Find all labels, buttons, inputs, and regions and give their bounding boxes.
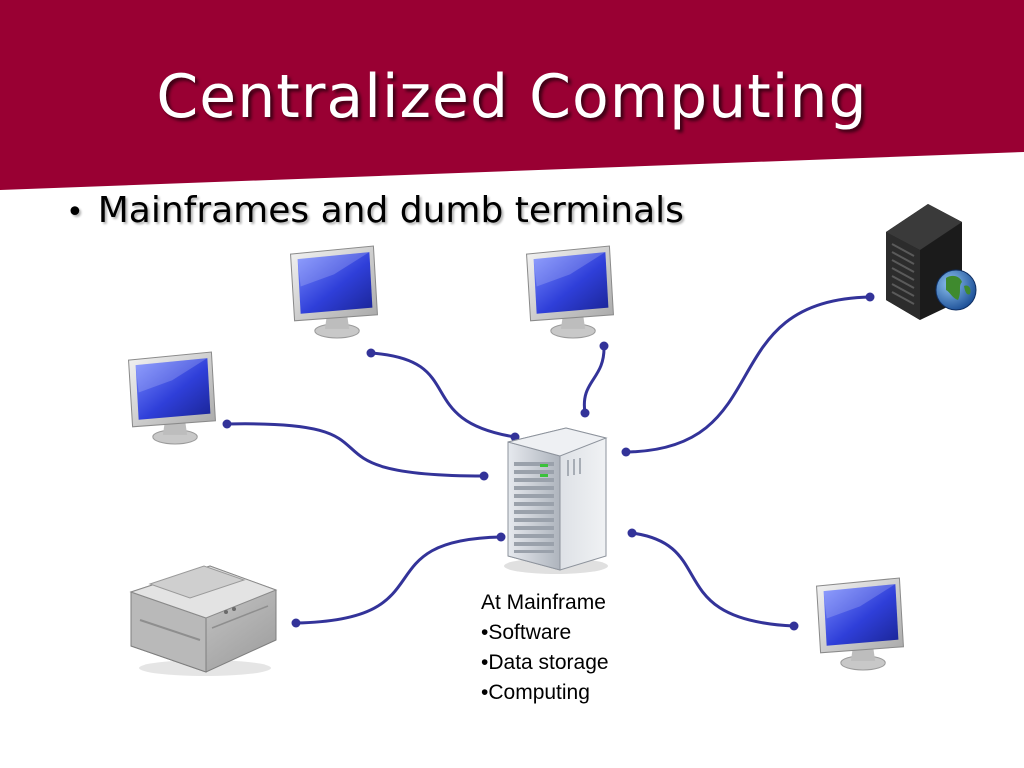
connection-endpoints	[222, 292, 875, 631]
slide-title: Centralized Computing	[156, 62, 868, 132]
globe-icon	[935, 269, 977, 311]
caption-item-computing: •Computing	[481, 681, 590, 704]
bullet-text: Mainframes and dumb terminals	[97, 190, 684, 231]
title-banner	[0, 0, 1024, 190]
link-web-server	[625, 295, 871, 454]
link-top-right-terminal	[582, 345, 606, 414]
mainframe-caption: At Mainframe •Software •Data storage •Co…	[481, 588, 609, 708]
caption-heading: At Mainframe	[481, 591, 606, 614]
caption-item-software: •Software	[481, 621, 572, 644]
bullet-dot: •	[66, 195, 84, 230]
terminal-top-right-monitor-icon	[526, 245, 614, 339]
connection-lines	[226, 295, 871, 628]
terminal-bottom-right-monitor-icon	[816, 577, 904, 671]
terminal-top-left-monitor-icon	[290, 245, 378, 339]
terminal-left-monitor-icon	[128, 351, 216, 445]
link-printer	[295, 535, 502, 625]
printer-icon	[129, 565, 278, 676]
bullet-item: • Mainframes and dumb terminals	[66, 190, 684, 231]
caption-item-data-storage: •Data storage	[481, 651, 609, 674]
web-server-icon	[886, 204, 977, 320]
link-top-left-terminal	[370, 351, 516, 439]
link-bottom-right-terminal	[631, 531, 795, 628]
mainframe-tower-server-icon	[504, 427, 608, 574]
link-left-terminal	[226, 422, 485, 478]
